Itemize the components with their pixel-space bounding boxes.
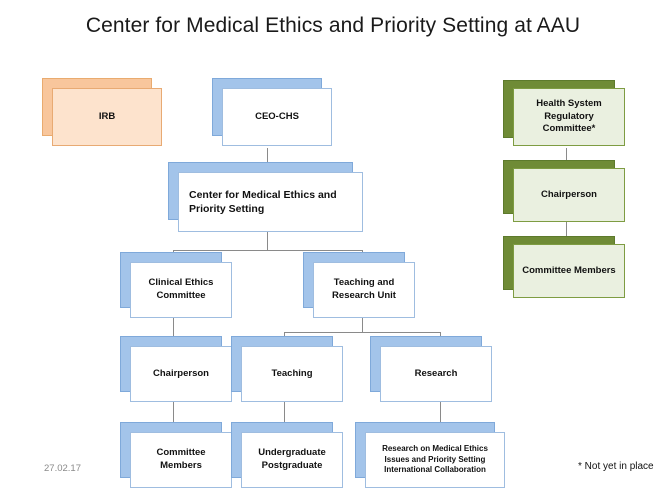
footnote: * Not yet in place <box>578 461 654 472</box>
node-chairperson-left-label: Chairperson <box>153 367 209 379</box>
node-research[interactable]: Research <box>380 346 492 402</box>
node-teaching-research-unit[interactable]: Teaching and Research Unit <box>313 262 415 318</box>
node-teaching-label: Teaching <box>271 367 313 379</box>
connector-research-to-detail <box>440 402 441 432</box>
connector-center-bus <box>173 250 362 251</box>
page-title: Center for Medical Ethics and Priority S… <box>85 14 581 37</box>
node-chairperson-right[interactable]: Chairperson <box>513 168 625 222</box>
node-health-system-regulatory-committee[interactable]: Health System Regulatory Committee* <box>513 88 625 146</box>
connector-center-down <box>267 232 268 250</box>
connector-ceo-to-center <box>267 148 268 168</box>
node-committee-members-right-label: Committee Members <box>522 264 616 276</box>
connector-cec-to-chairperson <box>173 318 174 346</box>
node-clinical-ethics-committee[interactable]: Clinical Ethics Committee <box>130 262 232 318</box>
connector-chairperson-to-members-right <box>566 222 567 244</box>
connector-chairperson-to-members <box>173 402 174 432</box>
node-center-label: Center for Medical Ethics and Priority S… <box>189 188 337 215</box>
node-research-detail[interactable]: Research on Medical Ethics Issues and Pr… <box>365 432 505 488</box>
connector-tru-down <box>362 318 363 332</box>
node-research-detail-label: Research on Medical Ethics Issues and Pr… <box>382 443 488 475</box>
node-center[interactable]: Center for Medical Ethics and Priority S… <box>178 172 363 232</box>
node-committee-members-right[interactable]: Committee Members <box>513 244 625 298</box>
node-chairperson-right-label: Chairperson <box>541 188 597 200</box>
node-irb-label: IRB <box>98 110 116 122</box>
node-undergraduate-postgraduate[interactable]: Undergraduate Postgraduate <box>241 432 343 488</box>
date-stamp: 27.02.17 <box>44 463 81 474</box>
node-health-system-regulatory-committee-label: Health System Regulatory Committee* <box>536 97 602 135</box>
node-ceo-chs-label: CEO-CHS <box>255 110 299 122</box>
node-ceo-chs[interactable]: CEO-CHS <box>222 88 332 146</box>
node-teaching-research-unit-label: Teaching and Research Unit <box>332 277 396 301</box>
node-committee-members-left[interactable]: Committee Members <box>130 432 232 488</box>
node-irb[interactable]: IRB <box>52 88 162 146</box>
connector-hsrc-to-chairperson <box>566 148 567 168</box>
node-committee-members-left-label: Committee Members <box>156 447 206 471</box>
connector-tru-bus <box>284 332 440 333</box>
connector-teaching-to-ugpg <box>284 402 285 432</box>
node-undergraduate-postgraduate-label: Undergraduate Postgraduate <box>258 447 326 471</box>
node-research-label: Research <box>414 367 458 379</box>
node-clinical-ethics-committee-label: Clinical Ethics Committee <box>148 277 214 301</box>
node-chairperson-left[interactable]: Chairperson <box>130 346 232 402</box>
node-teaching[interactable]: Teaching <box>241 346 343 402</box>
